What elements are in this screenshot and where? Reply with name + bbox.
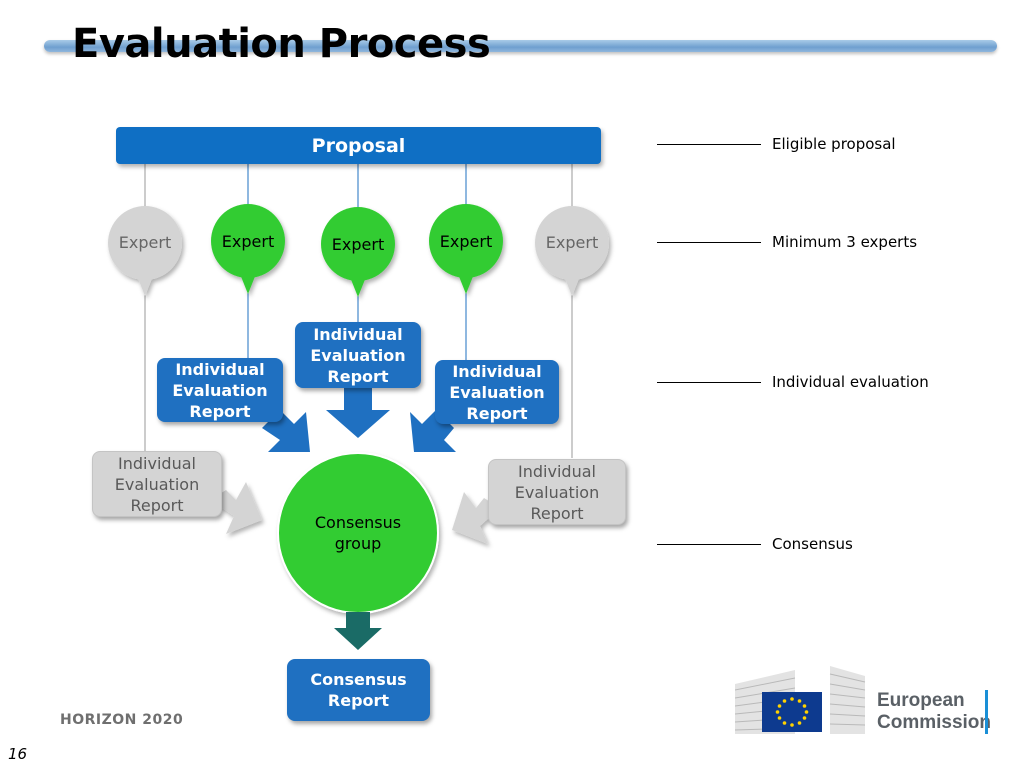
proposal-box: Proposal xyxy=(116,127,601,164)
report-line: Report xyxy=(530,503,584,523)
expert-pin-inactive xyxy=(535,206,609,296)
consensus-group-line: Consensus xyxy=(314,513,402,532)
report-line: Report xyxy=(130,495,184,515)
report-line: Individual xyxy=(118,453,196,473)
footer-brand: HORIZON 2020 xyxy=(60,712,184,728)
report-line: Evaluation xyxy=(514,482,600,502)
consensus-group-line: group xyxy=(334,534,382,553)
legend-rule xyxy=(657,242,761,243)
logo-text-line: European xyxy=(877,690,965,711)
report-box-inactive: Individual Evaluation Report xyxy=(92,451,222,517)
report-line: Evaluation xyxy=(449,382,545,402)
report-box-active: Individual Evaluation Report xyxy=(435,360,559,424)
legend-rule xyxy=(657,382,761,383)
expert-pin-active xyxy=(429,204,503,294)
report-line: Evaluation xyxy=(114,474,200,494)
report-line: Report xyxy=(327,366,389,386)
legend-rule xyxy=(657,544,761,545)
report-line: Evaluation xyxy=(310,345,406,365)
report-line: Report xyxy=(189,401,251,421)
expert-label: Expert xyxy=(331,235,385,254)
expert-label: Expert xyxy=(118,233,172,252)
legend-label-individual: Individual evaluation xyxy=(772,373,929,391)
legend-label-eligible: Eligible proposal xyxy=(772,135,896,153)
expert-pin-active xyxy=(321,207,395,297)
report-line: Individual xyxy=(518,461,596,481)
legend-rule xyxy=(657,144,761,145)
report-box-active: Individual Evaluation Report xyxy=(295,322,421,388)
european-commission-logo xyxy=(735,666,866,734)
expert-label: Expert xyxy=(439,232,493,251)
legend-label-experts: Minimum 3 experts xyxy=(772,233,918,251)
slide-title: Evaluation Process xyxy=(72,21,491,67)
title-underline-bar xyxy=(44,40,997,52)
consensus-report-line: Report xyxy=(327,691,390,710)
logo-text-line: Commission xyxy=(877,712,992,733)
report-box-active: Individual Evaluation Report xyxy=(157,358,283,422)
arrow-blue-down xyxy=(326,388,390,438)
eu-flag-icon xyxy=(762,692,822,732)
report-line: Individual xyxy=(175,359,265,379)
arrow-teal-down xyxy=(334,612,382,650)
report-line: Evaluation xyxy=(172,380,268,400)
report-box-inactive: Individual Evaluation Report xyxy=(488,459,626,525)
arrow-grey-diagonal xyxy=(210,482,262,534)
report-line: Individual xyxy=(452,361,542,381)
expert-label: Expert xyxy=(545,233,599,252)
report-line: Report xyxy=(466,403,528,423)
logo-accent-bar xyxy=(985,690,988,734)
consensus-report-box: Consensus Report xyxy=(287,659,430,721)
expert-label: Expert xyxy=(221,232,275,251)
expert-pin-active xyxy=(211,204,285,294)
page-number: 16 xyxy=(8,745,28,763)
consensus-report-line: Consensus xyxy=(310,670,407,689)
report-line: Individual xyxy=(313,324,403,344)
consensus-group-label: Consensus group xyxy=(290,512,426,554)
legend-label-consensus: Consensus xyxy=(772,535,853,553)
expert-pin-inactive xyxy=(108,206,182,296)
